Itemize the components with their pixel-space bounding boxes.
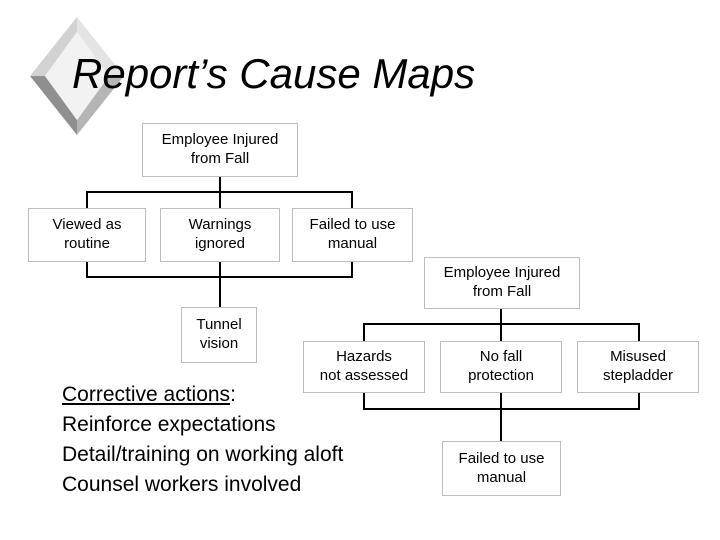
connector-line [219,262,221,278]
corrective-actions-heading-text: Corrective actions [62,383,231,406]
connector-line [86,262,88,278]
connector-line [87,276,353,278]
map2-cause-box: No fall protection [440,341,562,393]
connector-line [363,408,640,410]
diamond-bevel-top-left-face [30,17,77,76]
map1-cause-box: Viewed as routine [28,208,146,262]
connector-line [500,393,502,409]
connector-line [219,278,221,308]
map2-root-box: Employee Injured from Fall [424,257,580,309]
connector-line [219,177,221,193]
connector-line [219,191,221,209]
corrective-action-item: Detail/training on working aloft [62,443,344,466]
corrective-actions-heading-colon: : [230,383,236,406]
corrective-action-item: Counsel workers involved [62,473,302,496]
corrective-actions-block: Corrective actions: Reinforce expectatio… [62,380,343,500]
diamond-bevel-top-right-face [77,17,124,76]
connector-line [638,323,640,342]
corrective-action-item: Reinforce expectations [62,413,276,436]
diamond-center-face [45,32,109,120]
connector-line [86,191,88,209]
map1-subcause-box: Tunnel vision [181,307,257,363]
connector-line [351,262,353,278]
map1-root-box: Employee Injured from Fall [142,123,298,177]
connector-line [363,323,365,342]
connector-line [363,393,365,409]
connector-line [500,410,502,441]
diamond-logo [30,17,124,135]
connector-line [500,323,502,342]
map2-cause-box: Hazards not assessed [303,341,425,393]
slide-title: Report’s Cause Maps [72,50,476,97]
corrective-actions-heading: Corrective actions: [62,380,343,410]
diamond-bevel-bottom-left-face [30,76,77,135]
map1-cause-box: Failed to use manual [292,208,413,262]
connector-line [500,309,502,324]
connector-line [638,393,640,409]
diamond-bevel-bottom-right-face [77,76,124,135]
map1-cause-box: Warnings ignored [160,208,280,262]
map2-cause-box: Misused stepladder [577,341,699,393]
connector-line [351,191,353,209]
map2-subcause-box: Failed to use manual [442,441,561,496]
